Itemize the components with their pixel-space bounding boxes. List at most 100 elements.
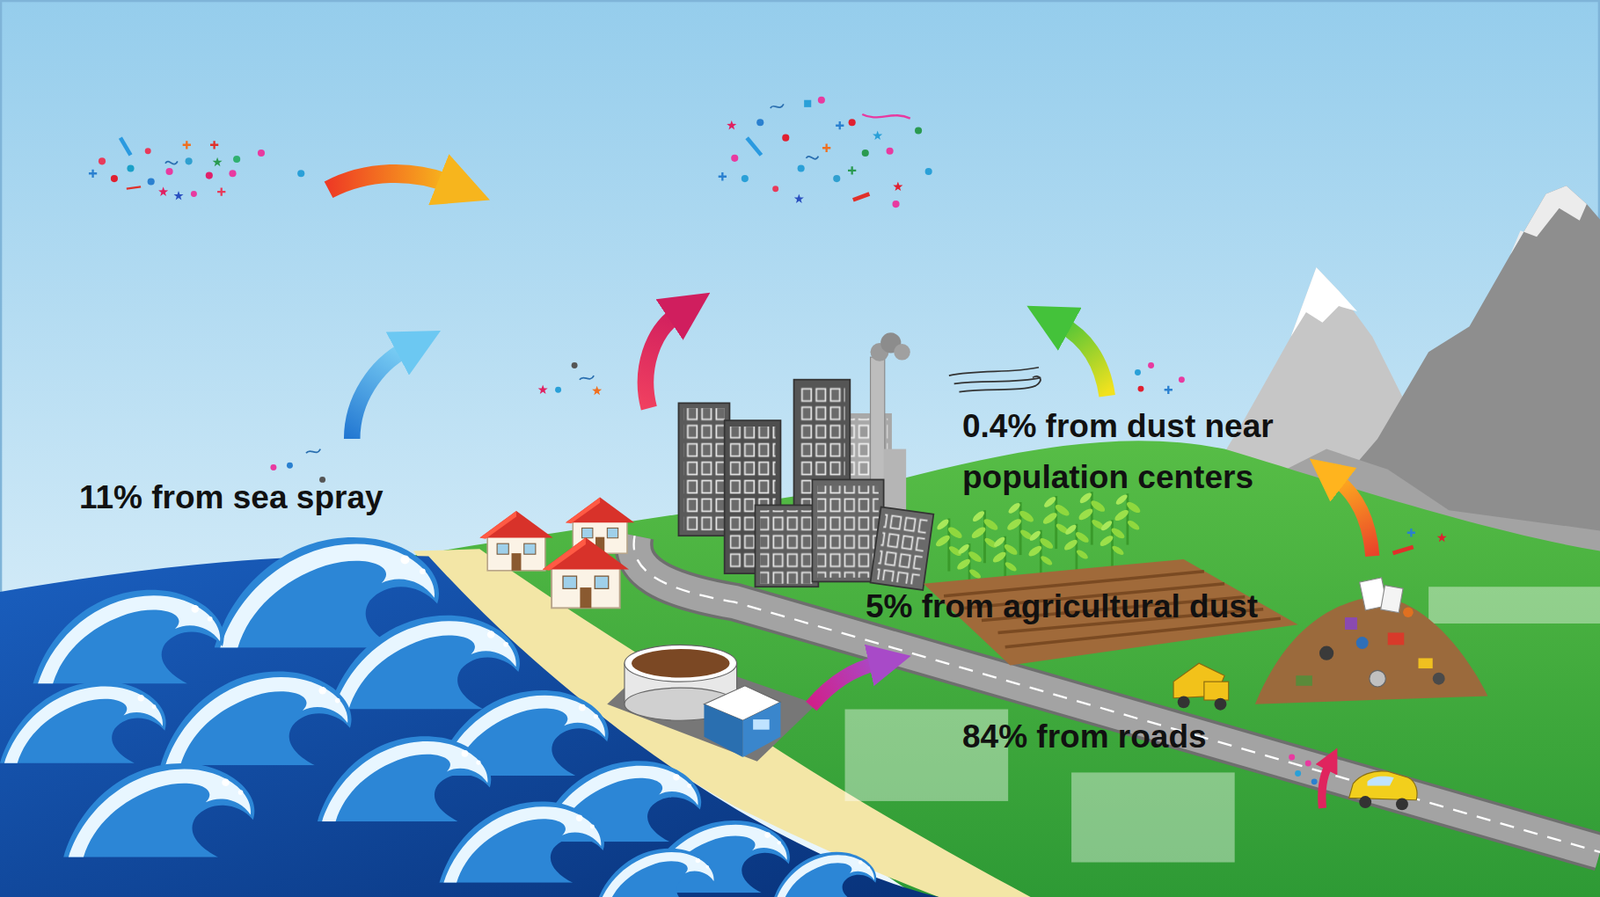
landfill-part [1344, 617, 1358, 630]
water-treatment-plant-part [624, 644, 738, 682]
flow-arrows-part [645, 314, 678, 409]
particle-cloud-part [182, 140, 191, 149]
car [1349, 771, 1418, 811]
particle-cloud-part [1164, 386, 1173, 395]
particle-cloud-part [257, 149, 265, 157]
particle-cloud-part [212, 157, 223, 168]
dump-truck [1173, 663, 1229, 710]
particle-cloud-part [853, 193, 870, 200]
flow-arrows-part [351, 349, 406, 439]
dump-truck-part [1204, 681, 1229, 701]
crops-part [1098, 518, 1127, 570]
particle-cloud-part [746, 138, 761, 156]
particle-cloud-part [1137, 386, 1144, 393]
flow-arrows-part [1322, 765, 1330, 809]
particle-cloud-part [770, 103, 784, 109]
wind-lines-part [954, 377, 1042, 384]
particle-cloud-part [579, 375, 594, 380]
particle-cloud-part [126, 164, 134, 172]
particle-cloud-part [1393, 547, 1414, 554]
particle-cloud-part [718, 172, 727, 181]
particle-cloud-part [886, 147, 894, 155]
particle-cloud-part [772, 185, 779, 192]
mountains-part [1290, 267, 1357, 337]
particle-cloud-part [847, 166, 856, 175]
particle-cloud-part [832, 175, 841, 183]
houses [479, 496, 635, 608]
particle-cloud-part [794, 193, 804, 204]
particle-cloud-part [185, 157, 193, 165]
landfill-part [1388, 632, 1405, 645]
particle-cloud-part [741, 175, 749, 183]
particle-cloud-part [822, 144, 831, 153]
dump-truck-part [1213, 698, 1227, 711]
particle-cloud-part [126, 186, 141, 189]
source-share-label: 11% from sea spray [79, 478, 384, 518]
particle-cloud-part [591, 386, 602, 396]
particle-cloud-part [1437, 533, 1447, 543]
source-share-label: 0.4% from dust near population centers [962, 401, 1350, 504]
particle-cloud-part [862, 114, 911, 119]
landfill-part [1432, 672, 1446, 686]
wind-lines-part [949, 367, 1039, 376]
factory-part [893, 343, 911, 361]
particle-cloud-part [555, 387, 562, 394]
water-treatment-plant-part [631, 649, 730, 678]
particle-cloud-part [1407, 528, 1416, 537]
particle-cloud-part [781, 134, 790, 142]
flow-arrows [328, 173, 1374, 809]
crops-part [934, 518, 965, 572]
landfill-part [1418, 657, 1433, 669]
particle-cloud-part [270, 464, 277, 471]
particle-cloud-part [165, 160, 178, 164]
particle-cloud [88, 96, 1447, 786]
ocean-part [32, 590, 224, 685]
ocean-part [0, 681, 167, 764]
land [408, 440, 1600, 897]
ocean-part [594, 848, 716, 897]
particle-cloud-part [797, 164, 805, 172]
particle-cloud-part [217, 188, 226, 197]
crops-part [1113, 492, 1143, 545]
wind-lines [949, 367, 1041, 393]
particle-cloud-part [571, 362, 578, 369]
landfill-part [1380, 585, 1403, 614]
particle-cloud-part [1305, 760, 1312, 768]
particle-cloud-part [297, 169, 305, 177]
particle-cloud-part [925, 168, 933, 176]
particle-cloud-part [914, 126, 922, 134]
landfill [1255, 577, 1488, 705]
city-buildings-part [876, 512, 928, 586]
ocean [0, 537, 939, 897]
particle-cloud-part [145, 147, 152, 154]
particle-cloud-part [835, 121, 844, 130]
ocean-part [438, 802, 605, 884]
particle-cloud-part [190, 190, 198, 198]
particle-cloud-part [538, 384, 548, 395]
landfill-part [1255, 596, 1488, 705]
particle-cloud-part [848, 118, 856, 126]
landfill-part [1369, 670, 1387, 687]
flow-arrows-part [328, 173, 450, 190]
particle-cloud-part [891, 200, 899, 208]
placeholder-panels-part [1071, 772, 1235, 863]
mountains-part [1510, 185, 1587, 256]
houses-part [542, 537, 629, 608]
particle-cloud-part [205, 172, 213, 180]
ocean-part [160, 672, 351, 767]
particle-cloud-part [158, 186, 169, 197]
particle-cloud-part [1294, 770, 1301, 777]
ocean-part [317, 736, 491, 822]
factory-part [870, 357, 885, 490]
city-buildings-part [759, 510, 813, 585]
flow-arrows-part [1060, 324, 1107, 396]
particle-cloud-part [1178, 376, 1185, 383]
ocean-part [63, 763, 255, 858]
landfill-part [1402, 606, 1414, 618]
city-buildings-part [870, 506, 935, 591]
particle-cloud-part [306, 449, 321, 454]
particle-cloud-part [110, 175, 118, 183]
